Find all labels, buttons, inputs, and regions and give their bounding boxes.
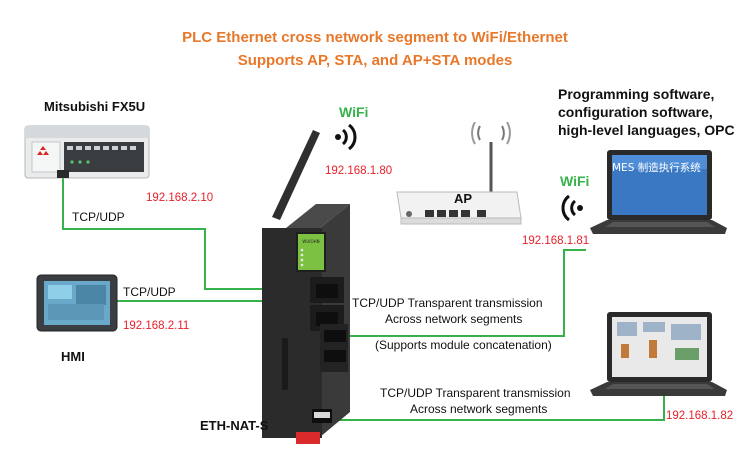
- ap-label: AP: [454, 191, 473, 206]
- laptop-wifi-image: [590, 150, 727, 234]
- hmi-ip: 192.168.2.11: [123, 320, 190, 332]
- plc-name: Mitsubishi FX5U: [44, 99, 146, 114]
- header-title-line2: Supports AP, STA, and AP+STA modes: [237, 52, 513, 69]
- laptop-wifi-label: WiFi: [560, 173, 590, 189]
- hmi-device-image: [36, 274, 118, 332]
- wire-plc: [62, 178, 330, 290]
- transparent-label-1: TCP/UDP Transparent transmission: [352, 296, 543, 310]
- laptop-eth-image: [590, 312, 727, 396]
- plc-ip: 192.168.2.10: [146, 192, 214, 204]
- laptop-wifi-ip: 192.168.1.81: [522, 235, 590, 247]
- across-label-1: Across network segments: [385, 312, 523, 326]
- software-line3: high-level languages, OPC: [558, 122, 735, 138]
- gateway-wifi-label: WiFi: [339, 104, 369, 120]
- wire-laptop-wifi: [350, 249, 586, 337]
- hmi-name: HMI: [61, 349, 85, 364]
- hmi-protocol: TCP/UDP: [123, 285, 176, 299]
- header-title-line1: PLC Ethernet cross network segment to Wi…: [182, 29, 568, 46]
- software-line1: Programming software,: [558, 86, 715, 102]
- svg-text:WUIOHN: WUIOHN: [302, 239, 319, 244]
- transparent-label-2: TCP/UDP Transparent transmission: [380, 386, 571, 400]
- gateway-name: ETH-NAT-S: [200, 418, 269, 433]
- laptop-eth-ip: 192.168.1.82: [666, 410, 734, 422]
- concat-note: (Supports module concatenation): [375, 338, 552, 352]
- wifi-signal-icon: [561, 195, 583, 221]
- plc-protocol: TCP/UDP: [72, 210, 125, 224]
- software-line2: configuration software,: [558, 104, 713, 120]
- across-label-2: Across network segments: [410, 402, 548, 416]
- gateway-device-image: WUIOHN: [262, 130, 350, 444]
- wifi-signal-icon: [335, 124, 357, 150]
- ap-router-image: [396, 122, 522, 225]
- laptop-screen-text: MES 制造执行系统: [612, 162, 701, 174]
- plc-device-image: [24, 125, 150, 179]
- gateway-wifi-ip: 192.168.1.80: [325, 165, 393, 177]
